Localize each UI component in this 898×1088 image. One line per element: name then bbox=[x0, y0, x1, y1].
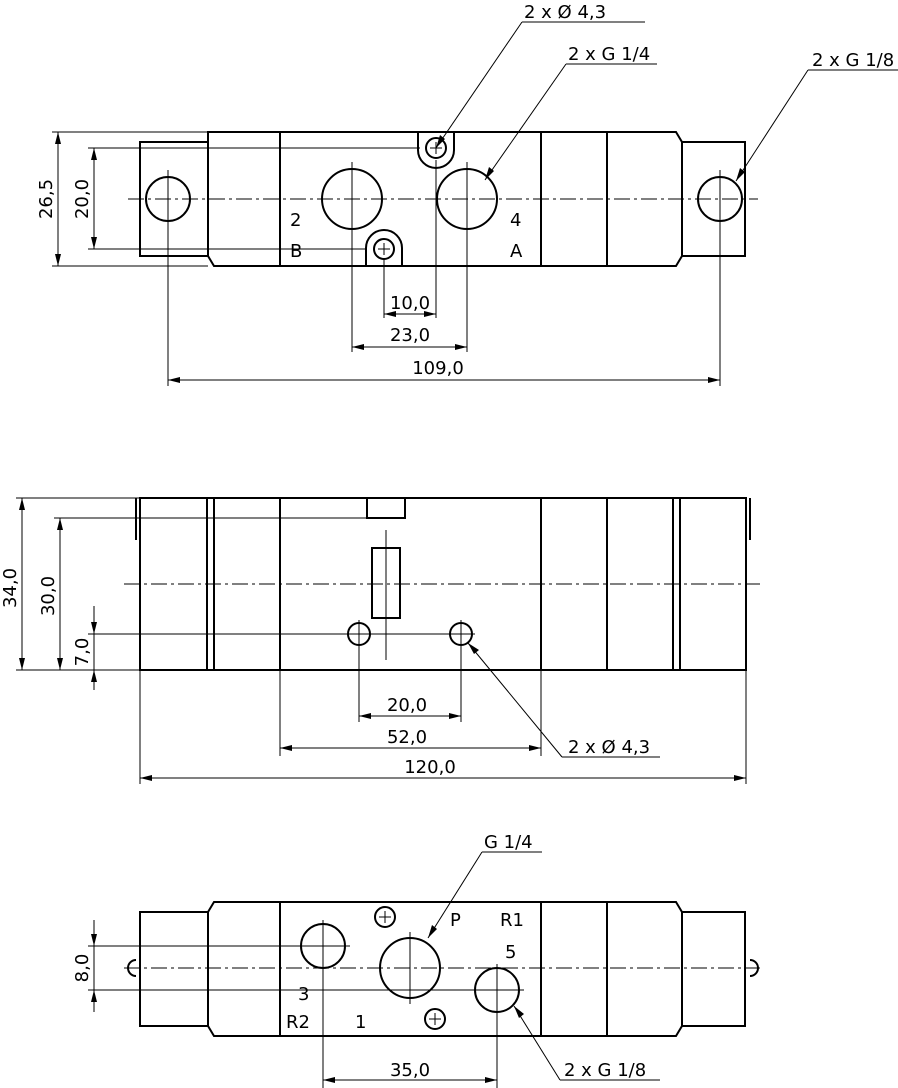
dim-52-0: 52,0 bbox=[387, 727, 427, 748]
dim-8-0: 8,0 bbox=[72, 954, 93, 983]
dim-109-0: 109,0 bbox=[412, 358, 464, 379]
top-view: 26,5 20,0 10,0 23,0 109,0 2 B 4 A 2 x Ø … bbox=[36, 2, 898, 386]
port-b-label: B bbox=[290, 241, 302, 262]
side-view: 34,0 30,0 7,0 20,0 52,0 120,0 2 bbox=[0, 497, 760, 784]
port-3-label: 3 bbox=[298, 984, 309, 1005]
callout-holes-top: 2 x Ø 4,3 bbox=[524, 2, 606, 23]
port-r1-label: R1 bbox=[500, 910, 524, 931]
dim-7-0: 7,0 bbox=[72, 638, 93, 667]
callout-port-p: G 1/4 bbox=[484, 832, 533, 853]
callout-pilot-ports: 2 x G 1/8 bbox=[812, 50, 894, 71]
bottom-view: P R1 5 3 R2 1 8,0 35,0 G 1/4 2 x G 1/8 bbox=[72, 832, 760, 1088]
port-5-label: 5 bbox=[505, 942, 516, 963]
mounting-hole-top bbox=[425, 137, 447, 159]
callout-exhaust-ports: 2 x G 1/8 bbox=[564, 1060, 646, 1081]
dim-10-0: 10,0 bbox=[390, 293, 430, 314]
side-top-notch bbox=[366, 497, 406, 519]
port-4-label: 4 bbox=[510, 210, 521, 231]
bottom-small-hole-bottom bbox=[424, 1008, 446, 1030]
callout-holes-side: 2 x Ø 4,3 bbox=[568, 737, 650, 758]
dim-35-0: 35,0 bbox=[390, 1060, 430, 1081]
dim-120-0: 120,0 bbox=[404, 757, 456, 778]
port-p-label: P bbox=[450, 910, 461, 931]
bottom-view-body bbox=[139, 901, 746, 1037]
dim-20-0-horizontal: 20,0 bbox=[387, 695, 427, 716]
mounting-hole-bottom-notch bbox=[365, 229, 403, 266]
port-1-label: 1 bbox=[355, 1012, 366, 1033]
bottom-small-hole-top bbox=[374, 906, 396, 928]
dim-23-0: 23,0 bbox=[390, 325, 430, 346]
port-r2-label: R2 bbox=[286, 1012, 310, 1033]
port-2-label: 2 bbox=[290, 210, 301, 231]
dim-30-0: 30,0 bbox=[38, 576, 59, 616]
port-a-label: A bbox=[510, 241, 523, 262]
dim-26-5: 26,5 bbox=[36, 179, 57, 219]
dim-20-0-vertical: 20,0 bbox=[72, 179, 93, 219]
callout-ports-a-b: 2 x G 1/4 bbox=[568, 44, 650, 65]
dim-34-0: 34,0 bbox=[0, 568, 21, 608]
